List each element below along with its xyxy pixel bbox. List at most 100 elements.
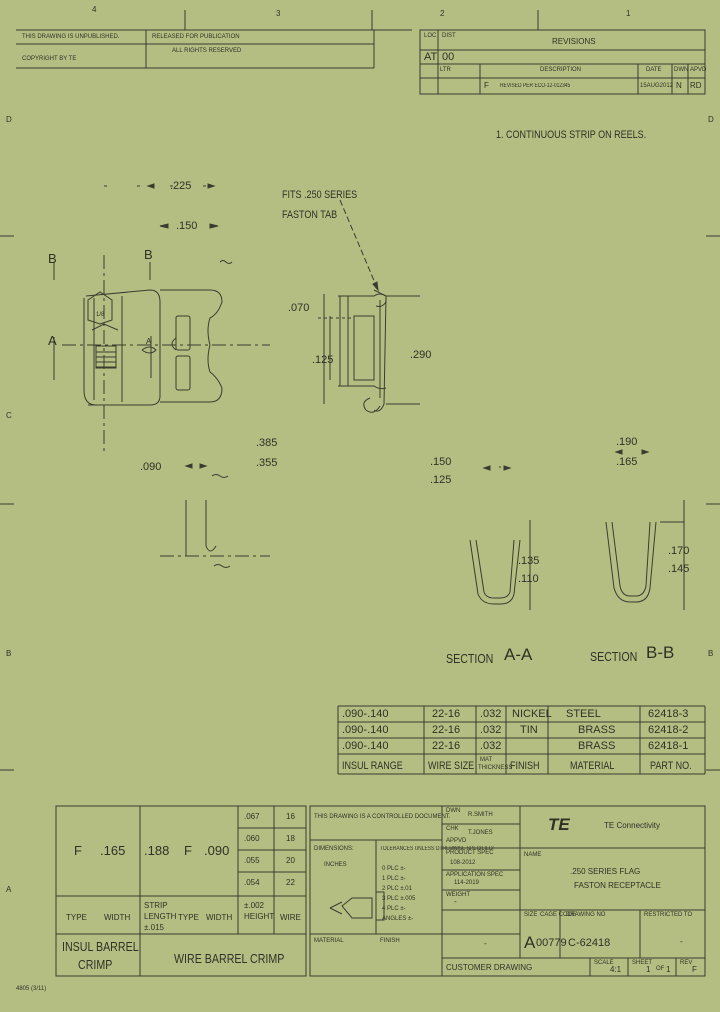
zone-label-a: A xyxy=(6,885,12,894)
rev-value: F xyxy=(692,965,697,974)
of-value: 1 xyxy=(666,965,671,974)
finish-value: - xyxy=(484,939,487,948)
insul-barrel-title-2: CRIMP xyxy=(78,957,113,972)
company-name: TE Connectivity xyxy=(604,821,661,830)
part-row-1-thick: .032 xyxy=(480,708,502,720)
scale-label: SCALE xyxy=(594,960,614,966)
loc-label: LOC xyxy=(424,33,437,39)
appvd-label: APPVD xyxy=(446,838,467,844)
controlled-document: THIS DRAWING IS A CONTROLLED DOCUMENT. xyxy=(314,814,451,820)
part-header-thick-1: MAT xyxy=(480,757,493,763)
tolerances-label: TOLERANCES UNLESS OTHERWISE SPECIFIED: xyxy=(380,846,495,852)
section-aa-letters: A-A xyxy=(504,645,533,664)
wire-barrel-title: WIRE BARREL CRIMP xyxy=(174,951,285,966)
scale-value: 4:1 xyxy=(610,965,622,974)
section-aa-dim-top-1: .150 xyxy=(430,456,452,468)
application-spec-value: 114-2019 xyxy=(454,880,479,886)
dimensions-label: DIMENSIONS: xyxy=(314,846,354,852)
zone-label-c: C xyxy=(6,411,12,420)
size-label: SIZE xyxy=(524,912,538,918)
section-a-marker-right: A xyxy=(146,337,152,346)
te-logo: TE xyxy=(548,815,570,834)
dim-090: .090 xyxy=(140,461,162,473)
rev-desc-header: DESCRIPTION xyxy=(540,67,582,73)
section-aa-dim-side-1: .135 xyxy=(518,555,540,567)
part-row-1-finish: NICKEL xyxy=(512,708,552,720)
dim-070: .070 xyxy=(288,302,310,314)
restricted-value: - xyxy=(680,937,683,946)
insul-barrel-title-1: INSUL BARREL xyxy=(62,939,139,954)
sheet-label: SHEET xyxy=(632,960,653,966)
section-a-marker-left: A xyxy=(48,333,57,348)
sheet-value: 1 xyxy=(646,965,651,974)
name-label: NAME xyxy=(524,852,542,858)
part-row-3-thick: .032 xyxy=(480,740,502,752)
cage-value: 00779 xyxy=(536,937,567,949)
part-row-1-awg: 22-16 xyxy=(432,708,461,720)
drawing-no-label: DRAWING NO xyxy=(566,912,606,918)
section-bb-label: SECTION xyxy=(590,649,638,664)
part-header-material: MATERIAL xyxy=(570,760,615,772)
dim-125: .125 xyxy=(312,354,334,366)
zone-label-3: 3 xyxy=(276,9,281,18)
tol-2plc: 2 PLC ±.01 xyxy=(382,886,412,892)
customer-drawing: CUSTOMER DRAWING xyxy=(446,963,533,972)
part-row-2-thick: .032 xyxy=(480,724,502,736)
zone-label-2: 2 xyxy=(440,9,445,18)
section-b-marker-left: B xyxy=(48,251,57,266)
section-bb-dim-top-2: .165 xyxy=(616,456,638,468)
weight-label: WEIGHT xyxy=(446,892,470,898)
rev-row-apvd: RD xyxy=(690,81,702,90)
strip-header-2: LENGTH xyxy=(144,912,177,921)
insul-type-header: TYPE xyxy=(66,913,87,922)
part-row-3-material: BRASS xyxy=(578,740,616,752)
zone-label-4: 4 xyxy=(92,5,97,14)
part-header-range: INSUL RANGE xyxy=(342,760,403,772)
section-bb-dim-side-2: .145 xyxy=(668,563,690,575)
part-row-1-material: STEEL xyxy=(566,708,601,720)
tol-angles: ANGLES ±- xyxy=(382,916,414,922)
dimensions-unit: INCHES xyxy=(324,862,347,868)
dist-label: DIST xyxy=(442,33,456,39)
rev-dwn-header: DWN xyxy=(674,67,689,73)
chk-name: T.JONES xyxy=(468,830,493,836)
tol-4plc: 4 PLC ±- xyxy=(382,906,406,912)
revisions-title: REVISIONS xyxy=(552,37,596,46)
loc-value: AT xyxy=(424,51,438,63)
chk-label: CHK xyxy=(446,826,459,832)
insul-width-header: WIDTH xyxy=(104,913,131,922)
part-row-3-part: 62418-1 xyxy=(648,740,689,752)
cage-label: CAGE CODE xyxy=(540,912,577,918)
part-row-3-awg: 22-16 xyxy=(432,740,461,752)
rev-apvd-header: APVD xyxy=(690,67,707,73)
wire-width-value: .188 xyxy=(144,843,170,858)
part-row-2-material: BRASS xyxy=(578,724,616,736)
insul-width-value: .165 xyxy=(100,843,126,858)
dim-290: .290 xyxy=(410,349,432,361)
rev-row-dwn: N xyxy=(676,81,682,90)
drawing-no-value: C-62418 xyxy=(568,937,611,949)
restricted-label: RESTRICTED TO xyxy=(644,912,693,918)
part-name-line-2: FASTON RECEPTACLE xyxy=(574,881,661,890)
tol-1plc: 1 PLC ±- xyxy=(382,876,406,882)
tol-3plc: 3 PLC ±.005 xyxy=(382,896,416,902)
finish-label: FINISH xyxy=(380,938,400,944)
part-header-thick-2: THICKNESS xyxy=(478,765,513,771)
part-row-3-range: .090-.140 xyxy=(342,740,389,752)
wire-type-value: F xyxy=(184,843,192,858)
rev-date-header: DATE xyxy=(646,67,662,73)
height-header-2: HEIGHT xyxy=(244,912,275,921)
section-b-marker-right: B xyxy=(144,247,153,262)
dim-225: .225 xyxy=(170,180,192,192)
note-1: 1. CONTINUOUS STRIP ON REELS. xyxy=(496,129,647,141)
application-spec-label: APPLICATION SPEC xyxy=(446,872,504,878)
rev-row-date: 15AUG2012 xyxy=(640,83,674,89)
height-header-1: ±.002 xyxy=(244,901,264,910)
wire-row-2-awg: 18 xyxy=(286,834,295,843)
form-number: 4805 (3/11) xyxy=(16,986,47,992)
wire-row-4-height: .054 xyxy=(244,878,260,887)
part-row-1-range: .090-.140 xyxy=(342,708,389,720)
wire-row-3-awg: 20 xyxy=(286,856,295,865)
dim-355: .355 xyxy=(256,457,278,469)
